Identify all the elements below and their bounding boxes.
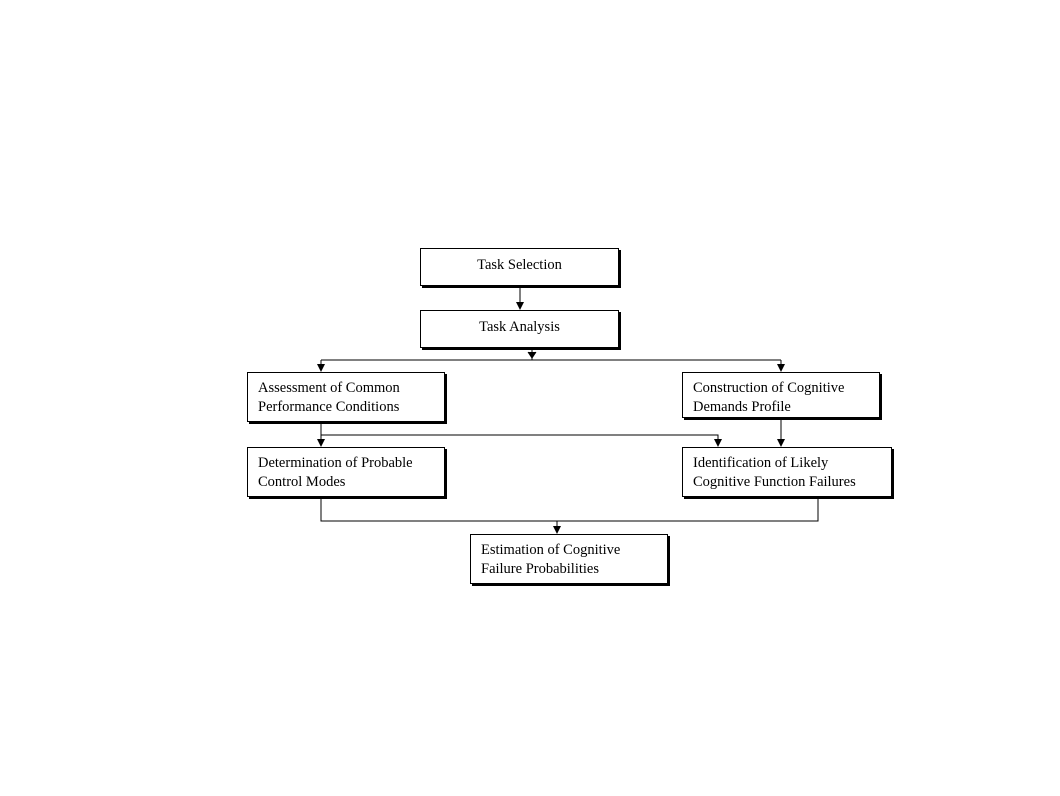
node-assessment: Assessment of Common Performance Conditi… — [247, 372, 445, 422]
node-identification-line-1: Identification of Likely — [693, 455, 829, 471]
node-estimation-line-2: Failure Probabilities — [481, 561, 599, 577]
node-determination-line-1: Determination of Probable — [258, 455, 413, 471]
node-construction-line-1: Construction of Cognitive — [693, 380, 845, 396]
node-identification-line-2: Cognitive Function Failures — [693, 474, 856, 490]
node-determination-line-2: Control Modes — [258, 474, 346, 490]
edge-assessment-to-identification — [321, 434, 722, 447]
node-estimation-line-1: Estimation of Cognitive — [481, 542, 621, 558]
node-task-analysis: Task Analysis — [420, 310, 619, 348]
edge-identification-to-bar — [557, 497, 819, 522]
node-task-analysis-label: Task Analysis — [479, 319, 560, 335]
edge-determination-to-bar — [320, 497, 557, 522]
node-assessment-line-1: Assessment of Common — [258, 380, 400, 396]
node-determination: Determination of Probable Control Modes — [247, 447, 445, 497]
node-identification: Identification of Likely Cognitive Funct… — [682, 447, 892, 497]
node-task-selection: Task Selection — [420, 248, 619, 286]
node-assessment-line-2: Performance Conditions — [258, 399, 400, 415]
node-estimation: Estimation of Cognitive Failure Probabil… — [470, 534, 668, 584]
node-task-selection-label: Task Selection — [477, 257, 562, 273]
node-construction: Construction of Cognitive Demands Profil… — [682, 372, 880, 418]
edge-analysis-marker — [527, 351, 537, 359]
node-construction-line-2: Demands Profile — [693, 399, 791, 415]
